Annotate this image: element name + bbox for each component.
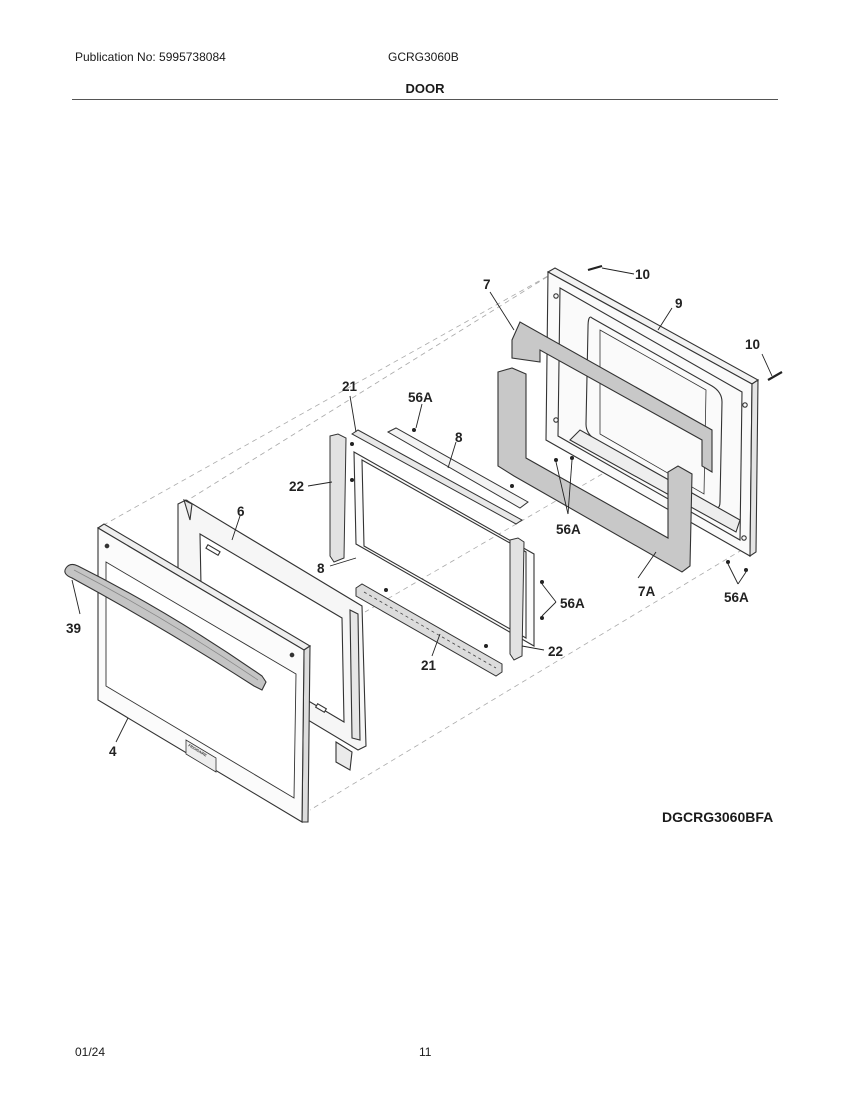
inner-door-liner	[545, 267, 760, 558]
callout-21-top: 21	[342, 379, 358, 394]
callout-56a-liner: 56A	[556, 522, 581, 537]
callout-7a: 7A	[638, 584, 656, 599]
callout-10-right: 10	[745, 337, 760, 352]
diagram-code: DGCRG3060BFA	[662, 809, 774, 825]
callout-8-front: 8	[317, 561, 325, 576]
callout-56a-spacer: 56A	[560, 596, 585, 611]
door-gasket-top	[511, 321, 713, 473]
footer-date: 01/24	[75, 1045, 106, 1059]
callout-39: 39	[66, 621, 81, 636]
glass-spacer-left	[329, 433, 347, 563]
inner-glass-front	[353, 451, 535, 647]
callout-9: 9	[675, 296, 683, 311]
screw-icon	[350, 428, 748, 648]
callout-8-back: 8	[455, 430, 463, 445]
glass-spacer-right	[509, 537, 525, 661]
hinge-pin-icon	[587, 264, 783, 381]
inner-glass-back	[386, 427, 529, 509]
page-number: 11	[419, 1045, 432, 1059]
callout-4: 4	[109, 744, 117, 759]
callout-6: 6	[237, 504, 245, 519]
callout-56a-hinge: 56A	[724, 590, 749, 605]
leader-lines	[71, 267, 773, 743]
door-handle	[64, 563, 267, 691]
header-rule	[72, 99, 778, 100]
section-title: DOOR	[405, 81, 445, 96]
glass-channel-bottom	[355, 583, 503, 677]
callout-7: 7	[483, 277, 491, 292]
callout-22-right: 22	[548, 644, 563, 659]
callout-22-left: 22	[289, 479, 304, 494]
callout-10-top: 10	[635, 267, 650, 282]
glass-channel-top	[351, 429, 523, 525]
model-number: GCRG3060B	[388, 50, 459, 64]
callout-56a-top: 56A	[408, 390, 433, 405]
door-gasket-bottom	[497, 367, 693, 573]
publication-number: Publication No: 5995738084	[75, 50, 226, 64]
callout-21-bottom: 21	[421, 658, 437, 673]
